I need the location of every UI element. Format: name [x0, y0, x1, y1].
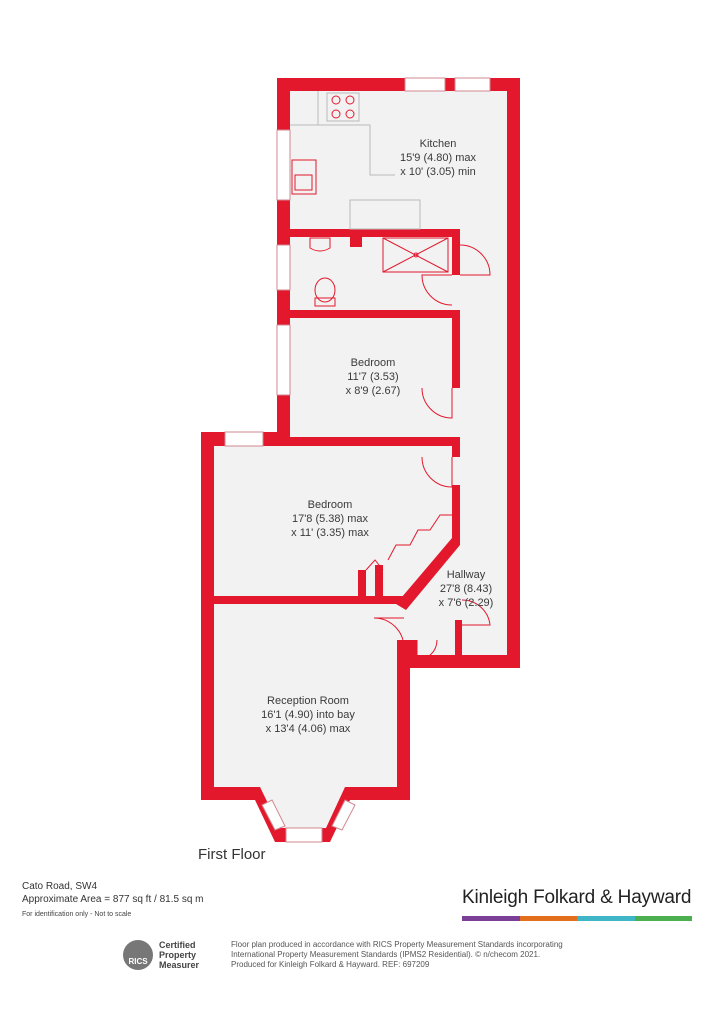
- disclaimer-line1: Floor plan produced in accordance with R…: [231, 940, 563, 949]
- bedroom2-dim1: 17'8 (5.38) max: [292, 513, 369, 525]
- bedroom1-dim1: 11'7 (3.53): [347, 371, 398, 383]
- kitchen-dim1: 15'9 (4.80) max: [400, 152, 477, 164]
- address-note: For identification only - Not to scale: [22, 911, 132, 918]
- address-street: Cato Road, SW4: [22, 881, 98, 892]
- brand-bar-orange: [519, 916, 577, 921]
- bathroom-fittings: [309, 237, 449, 307]
- stairs: [365, 514, 452, 571]
- brand-name: Kinleigh Folkard & Hayward: [462, 887, 692, 908]
- bedroom2-dim2: x 11' (3.35) max: [291, 527, 369, 539]
- rics-label: Certified Property Measurer: [159, 940, 199, 970]
- bedroom1-dim2: x 8'9 (2.67): [346, 385, 401, 397]
- rics-line3: Measurer: [159, 960, 200, 970]
- disclaimer-line2: International Property Measurement Stand…: [231, 950, 541, 959]
- kitchen-dim2: x 10' (3.05) min: [400, 166, 475, 178]
- kitchen-fittings: [290, 91, 421, 230]
- bedroom2-name: Bedroom: [308, 499, 353, 511]
- disclaimer-line3: Produced for Kinleigh Folkard & Hayward.…: [231, 960, 430, 969]
- rics-line2: Property: [159, 950, 197, 960]
- rics-line1: Certified: [159, 940, 196, 950]
- bedroom1-name: Bedroom: [351, 357, 396, 369]
- floor-label: First Floor: [198, 846, 266, 863]
- reception-dim1: 16'1 (4.90) into bay: [261, 709, 355, 721]
- brand-color-bar: [462, 916, 692, 921]
- hallway-dim2: x 7'6 (2.29): [439, 597, 494, 609]
- interior-walls: [208, 130, 513, 740]
- address-area: Approximate Area = 877 sq ft / 81.5 sq m: [22, 894, 204, 905]
- disclaimer: Floor plan produced in accordance with R…: [231, 940, 611, 970]
- room-labels: Kitchen 15'9 (4.80) max x 10' (3.05) min…: [261, 138, 493, 735]
- brand-bar-green: [634, 916, 692, 921]
- rics-badge: RICS Certified Property Measurer: [123, 940, 223, 972]
- address-block: Cato Road, SW4 Approximate Area = 877 sq…: [22, 880, 204, 921]
- doors: [373, 244, 491, 661]
- reception-dim2: x 13'4 (4.06) max: [266, 723, 351, 735]
- brand-bar-teal: [577, 916, 635, 921]
- floor-area: [214, 91, 507, 828]
- rics-logo-icon: RICS: [123, 940, 153, 970]
- reception-name: Reception Room: [267, 695, 349, 707]
- hallway-name: Hallway: [447, 569, 486, 581]
- windows: [224, 77, 491, 843]
- kitchen-name: Kitchen: [420, 138, 457, 150]
- brand-bar-purple: [462, 916, 520, 921]
- hallway-dim1: 27'8 (8.43): [440, 583, 492, 595]
